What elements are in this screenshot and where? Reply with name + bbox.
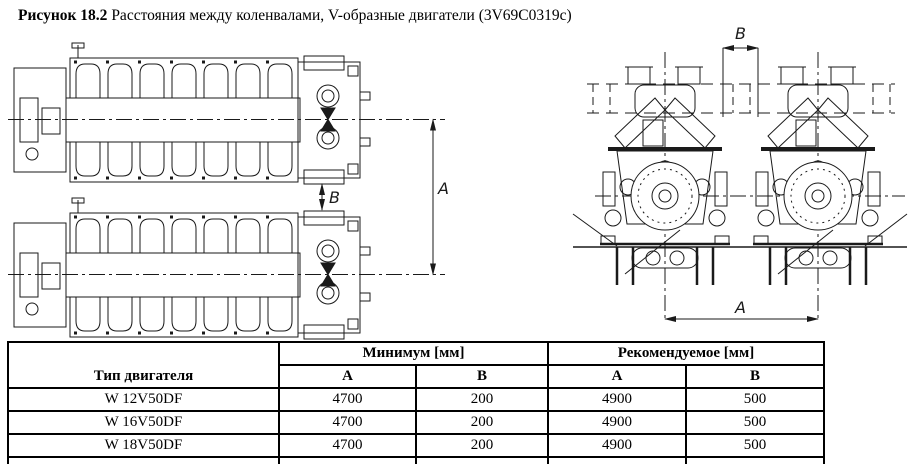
col-header-rec-a: A — [547, 364, 687, 389]
plan-dim-a-label: A — [437, 179, 449, 198]
engine-type: W 12V50DF — [7, 387, 280, 412]
engine-type: W 18V50DF — [7, 433, 280, 458]
plan-dim-a: A — [430, 118, 449, 276]
table-row-partial — [7, 456, 825, 464]
foundation — [572, 213, 908, 248]
rec-a-value: 4900 — [547, 433, 687, 458]
rec-b-value: 500 — [685, 410, 825, 435]
rec-a-value: 4900 — [547, 410, 687, 435]
engine-distance-table-wrap: Тип двигателя Минимум [мм] Рекомендуемое… — [7, 341, 825, 464]
col-group-minimum: Минимум [мм] — [278, 341, 549, 366]
table-row: W 18V50DF 4700 200 4900 500 — [7, 433, 825, 458]
rec-b-value: 500 — [685, 433, 825, 458]
table-row: W 16V50DF 4700 200 4900 500 — [7, 410, 825, 435]
table-header-sub: A B A B — [8, 364, 825, 389]
front-dim-a: A — [664, 298, 819, 322]
col-header-min-b: B — [415, 364, 549, 389]
min-a-value: 4700 — [278, 433, 417, 458]
col-header-min-a: A — [278, 364, 417, 389]
front-view-drawing: B A — [572, 24, 908, 322]
plan-dim-b: B — [319, 183, 340, 211]
figure-number: Рисунок 18.2 — [18, 7, 108, 24]
min-b-value: 200 — [415, 410, 549, 435]
min-a-value: 4700 — [278, 410, 417, 435]
min-b-value: 200 — [415, 387, 549, 412]
rec-a-value: 4900 — [547, 387, 687, 412]
front-dim-a-label: A — [734, 298, 746, 317]
plan-view-drawing: B A — [8, 42, 449, 339]
col-header-rec-b: B — [685, 364, 825, 389]
min-b-value: 200 — [415, 433, 549, 458]
front-dim-b: B — [722, 24, 759, 117]
exhaust-duct — [587, 83, 895, 114]
plan-dim-b-label: B — [329, 188, 340, 207]
engine-distance-table: Тип двигателя Минимум [мм] Рекомендуемое… — [7, 341, 825, 464]
figure-title: Рисунок 18.2 Расстояния между коленвалам… — [18, 7, 572, 25]
table-row: W 12V50DF 4700 200 4900 500 — [7, 387, 825, 412]
engine-front-right — [751, 50, 885, 322]
engine-front-left — [598, 50, 732, 322]
engine-type: W 16V50DF — [7, 410, 280, 435]
col-group-recommended: Рекомендуемое [мм] — [547, 341, 825, 366]
front-dim-b-label: B — [735, 24, 746, 43]
col-header-engine-type: Тип двигателя — [7, 341, 280, 389]
min-a-value: 4700 — [278, 387, 417, 412]
table-header-groups: Тип двигателя Минимум [мм] Рекомендуемое… — [7, 341, 825, 389]
figure-caption: Расстояния между коленвалами, V-образные… — [107, 7, 572, 24]
engine-plan-bottom — [14, 198, 370, 339]
engine-plan-top — [14, 43, 370, 184]
rec-b-value: 500 — [685, 387, 825, 412]
